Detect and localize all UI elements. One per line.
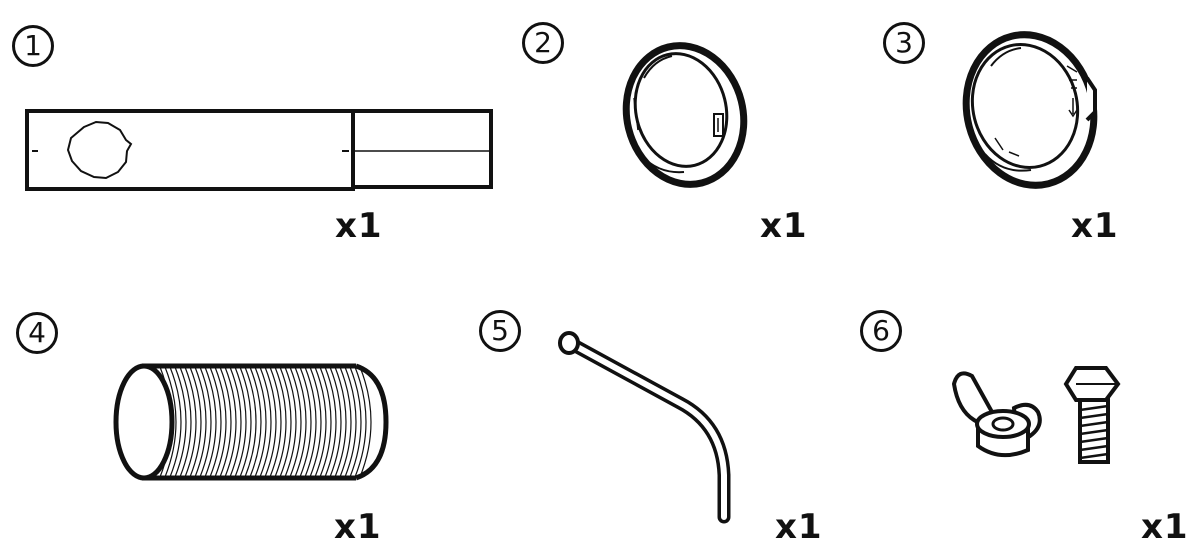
hose-rib	[319, 366, 332, 478]
hose-rib	[169, 366, 182, 478]
hose-rib	[299, 366, 312, 478]
hose-rib	[259, 366, 272, 478]
window-adapter-ring-icon	[962, 31, 1098, 189]
hose-rib	[179, 366, 192, 478]
hose-rib	[329, 366, 342, 478]
hose-rib	[359, 366, 372, 478]
hose-rib	[324, 366, 337, 478]
hose-rib	[269, 366, 282, 478]
hose-rib	[309, 366, 322, 478]
hose-rib	[314, 366, 327, 478]
hose-rib	[264, 366, 277, 478]
part-number-badge: 4	[16, 312, 58, 354]
hose-rib	[209, 366, 222, 478]
hose-rib	[194, 366, 207, 478]
hose-rib	[339, 366, 352, 478]
hose-rib	[189, 366, 202, 478]
hose-rib	[184, 366, 197, 478]
part-number-badge: 5	[479, 310, 521, 352]
hose-rib	[249, 366, 262, 478]
part-number-badge: 6	[860, 310, 902, 352]
hose-rib	[304, 366, 317, 478]
part-quantity: x1	[1071, 206, 1119, 246]
hose-rib	[244, 366, 257, 478]
hose-rib	[254, 366, 267, 478]
hose-rib	[294, 366, 307, 478]
exhaust-hose-icon	[113, 363, 389, 481]
hose-rib	[164, 366, 177, 478]
hose-rib	[274, 366, 287, 478]
hose-rib	[289, 366, 302, 478]
window-slider-panel-icon	[25, 109, 493, 191]
hose-rib	[204, 366, 217, 478]
hose-rib	[349, 366, 362, 478]
part-number-badge: 2	[522, 22, 564, 64]
hose-rib	[214, 366, 227, 478]
part-quantity: x1	[760, 206, 808, 246]
part-number-badge: 3	[883, 22, 925, 64]
hose-rib	[354, 366, 367, 478]
hose-rib	[239, 366, 252, 478]
hose-adapter-ring-icon	[622, 42, 748, 188]
wing-nut-bolt-icon	[951, 366, 1121, 464]
hose-rib	[229, 366, 242, 478]
part-number-badge: 1	[12, 25, 54, 67]
hose-rib	[224, 366, 237, 478]
hose-rib	[279, 366, 292, 478]
hose-rib	[219, 366, 232, 478]
hose-rib	[174, 366, 187, 478]
part-quantity: x1	[1141, 507, 1189, 547]
part-quantity: x1	[775, 507, 823, 547]
part-quantity: x1	[334, 507, 382, 547]
part-quantity: x1	[335, 206, 383, 246]
hose-rib	[199, 366, 212, 478]
hose-rib	[284, 366, 297, 478]
hose-rib	[344, 366, 357, 478]
hose-rib	[234, 366, 247, 478]
drain-tube-icon	[558, 331, 731, 524]
hose-rib	[334, 366, 347, 478]
